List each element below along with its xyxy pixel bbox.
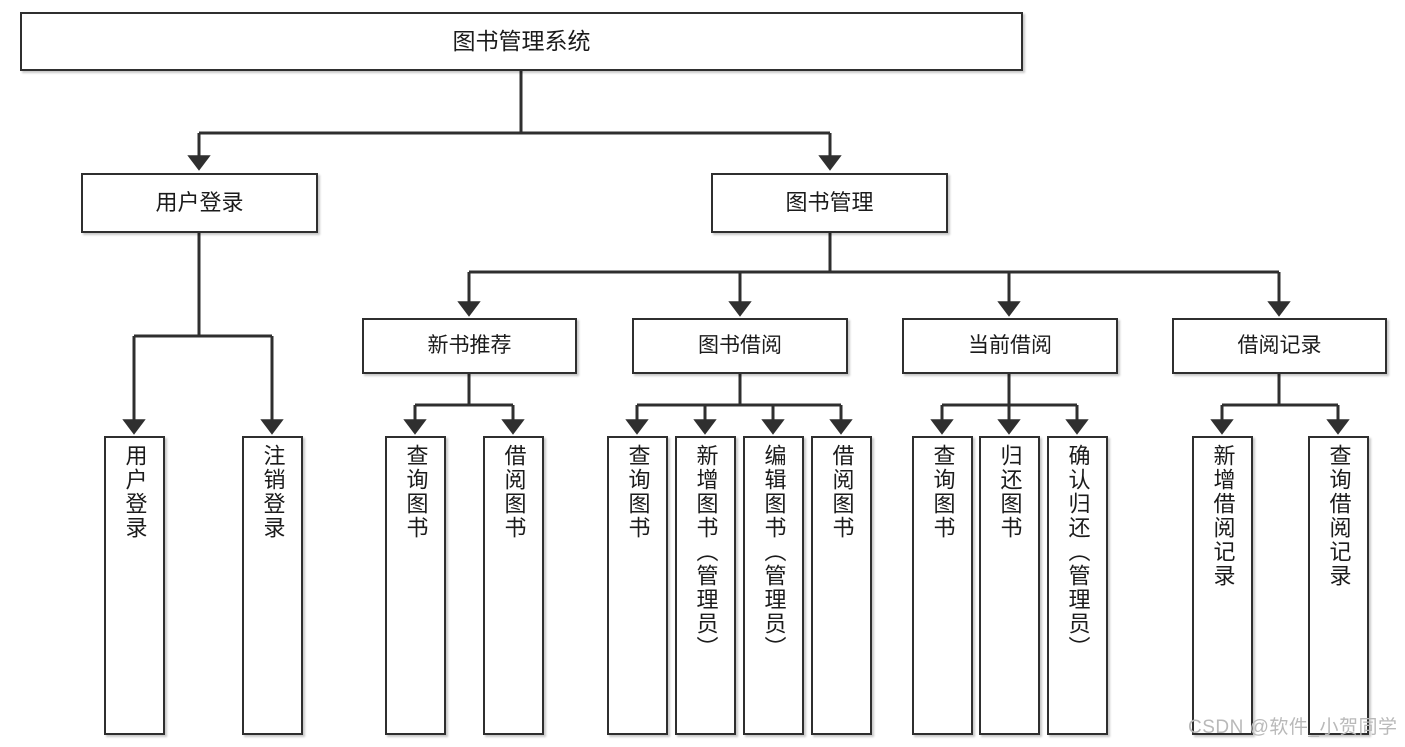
node-label: 查询借阅记录	[1326, 444, 1352, 588]
leaf-query-borrow-record[interactable]: 查询借阅记录	[1308, 436, 1369, 735]
node-label: 编辑图书（管理员）	[761, 444, 787, 660]
node-label: 注销登录	[260, 444, 286, 540]
node-new-book-recommendation[interactable]: 新书推荐	[362, 318, 577, 374]
node-label: 确认归还（管理员）	[1065, 444, 1091, 660]
leaf-add-borrow-record[interactable]: 新增借阅记录	[1192, 436, 1253, 735]
node-book-borrowing[interactable]: 图书借阅	[632, 318, 848, 374]
node-label: 当前借阅	[968, 333, 1052, 357]
node-root-book-management-system[interactable]: 图书管理系统	[20, 12, 1023, 71]
leaf-borrow-books-recommendation[interactable]: 借阅图书	[483, 436, 544, 735]
node-current-borrowing[interactable]: 当前借阅	[902, 318, 1118, 374]
leaf-user-login[interactable]: 用户登录	[104, 436, 165, 735]
node-label: 查询图书	[403, 444, 429, 540]
node-label: 借阅图书	[501, 444, 527, 540]
node-label: 图书管理	[785, 189, 874, 215]
node-label: 归还图书	[997, 444, 1023, 540]
node-label: 图书管理系统	[452, 27, 591, 54]
leaf-borrow-books[interactable]: 借阅图书	[811, 436, 872, 735]
leaf-query-books-current[interactable]: 查询图书	[912, 436, 973, 735]
node-label: 用户登录	[155, 189, 244, 215]
leaf-edit-book-admin[interactable]: 编辑图书（管理员）	[743, 436, 804, 735]
leaf-confirm-return-admin[interactable]: 确认归还（管理员）	[1047, 436, 1108, 735]
leaf-logout[interactable]: 注销登录	[242, 436, 303, 735]
node-label: 查询图书	[625, 444, 651, 540]
node-label: 用户登录	[122, 444, 148, 540]
node-label: 新增借阅记录	[1210, 444, 1236, 588]
leaf-query-books-recommendation[interactable]: 查询图书	[385, 436, 446, 735]
leaf-query-books-borrowing[interactable]: 查询图书	[607, 436, 668, 735]
node-label: 借阅图书	[829, 444, 855, 540]
csdn-watermark: CSDN @软件_小贺同学	[1188, 717, 1398, 738]
leaf-return-books[interactable]: 归还图书	[979, 436, 1040, 735]
node-label: 查询图书	[930, 444, 956, 540]
node-user-login[interactable]: 用户登录	[81, 173, 318, 233]
node-label: 借阅记录	[1237, 333, 1322, 357]
node-book-management[interactable]: 图书管理	[711, 173, 948, 233]
leaf-add-book-admin[interactable]: 新增图书（管理员）	[675, 436, 736, 735]
node-borrowing-records[interactable]: 借阅记录	[1172, 318, 1387, 374]
node-label: 图书借阅	[698, 333, 782, 357]
node-label: 新增图书（管理员）	[693, 444, 719, 660]
node-label: 新书推荐	[427, 333, 512, 357]
